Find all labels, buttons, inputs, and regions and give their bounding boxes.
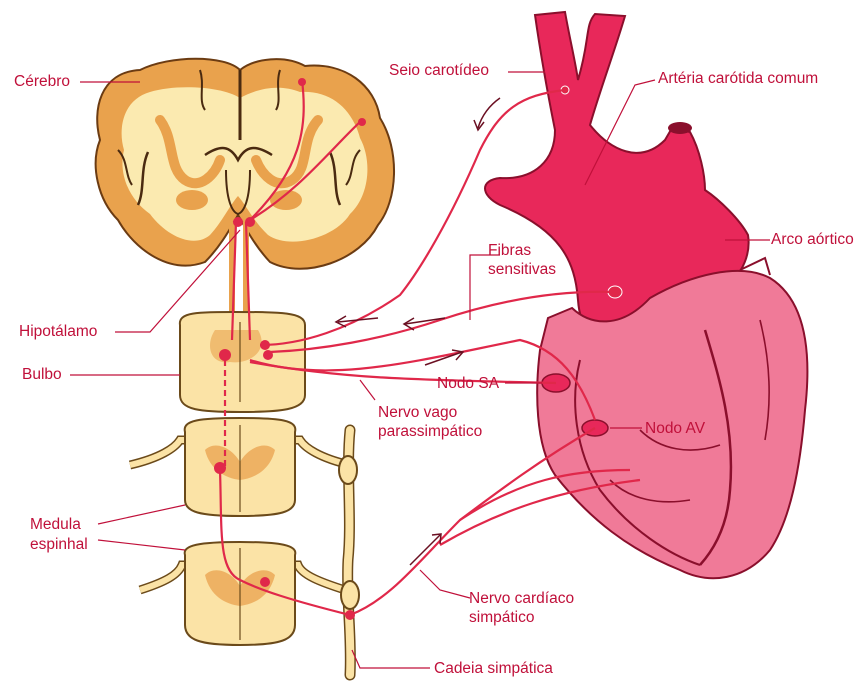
label-bulbo: Bulbo [22, 366, 62, 384]
spinal-cord-upper [130, 418, 350, 516]
medulla-oblongata [180, 312, 305, 412]
label-nervo-vago-2: parassimpático [378, 423, 482, 441]
label-nervo-cardiaco-1: Nervo cardíaco [469, 590, 574, 608]
label-nervo-cardiaco-2: simpático [469, 609, 534, 627]
label-nodo-av: Nodo AV [645, 420, 705, 438]
label-arco-aortico: Arco aórtico [771, 231, 854, 249]
label-seio-carotideo: Seio carotídeo [389, 62, 489, 80]
label-arteria-carotida: Artéria carótida comum [658, 70, 818, 88]
label-fibras-2: sensitivas [488, 261, 556, 279]
label-nodo-sa: Nodo SA [437, 375, 499, 393]
label-medula-2: espinhal [30, 536, 88, 554]
label-cerebro: Cérebro [14, 73, 70, 91]
label-cadeia-simpatica: Cadeia simpática [434, 660, 553, 678]
label-nervo-vago-1: Nervo vago [378, 404, 457, 422]
label-medula-1: Medula [30, 516, 81, 534]
spinal-cord-lower [140, 542, 345, 645]
label-hipotalamo: Hipotálamo [19, 323, 97, 341]
sympathetic-chain [339, 430, 359, 675]
label-fibras-1: Fibras [488, 242, 531, 260]
